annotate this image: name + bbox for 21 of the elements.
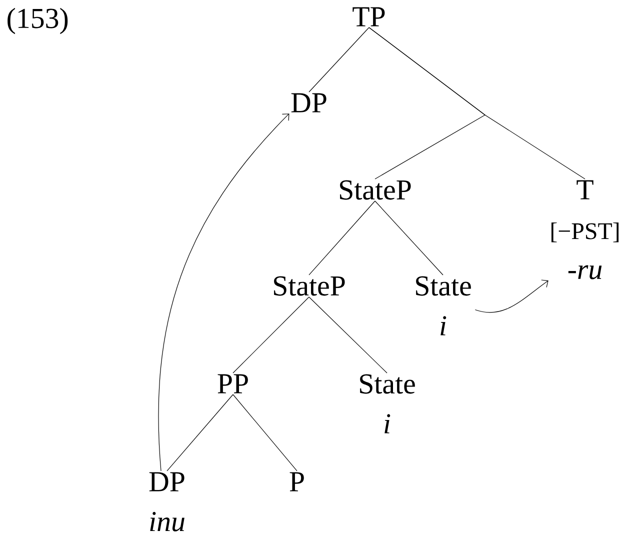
- tree-node-label: StateP: [274, 276, 345, 296]
- tree-branch: [308, 296, 388, 374]
- example-number: (153): [8, 8, 68, 34]
- tree-node-label: P: [290, 472, 304, 492]
- tree-node-label: StateP: [340, 180, 411, 200]
- tree-node-label: State i: [416, 276, 471, 336]
- tree-branch: [166, 394, 234, 472]
- tree-branch: [308, 27, 370, 92]
- tree-node-label: T [−PST] -ru: [551, 180, 619, 280]
- tree-node-label: TP: [352, 7, 385, 26]
- tree-node-label: State i: [360, 374, 415, 434]
- tree-branch: [308, 200, 376, 276]
- movement-arrow: [158, 114, 290, 472]
- tree-node-label: DP: [291, 93, 326, 112]
- tree-branch: [232, 394, 298, 472]
- tree-node-label: DP inu: [149, 472, 184, 532]
- movement-arrow: [474, 280, 548, 313]
- tree-branch: [374, 200, 444, 276]
- tree-branch: [368, 27, 586, 180]
- tree-node-label: PP: [218, 374, 248, 394]
- tree-branch: [232, 296, 310, 374]
